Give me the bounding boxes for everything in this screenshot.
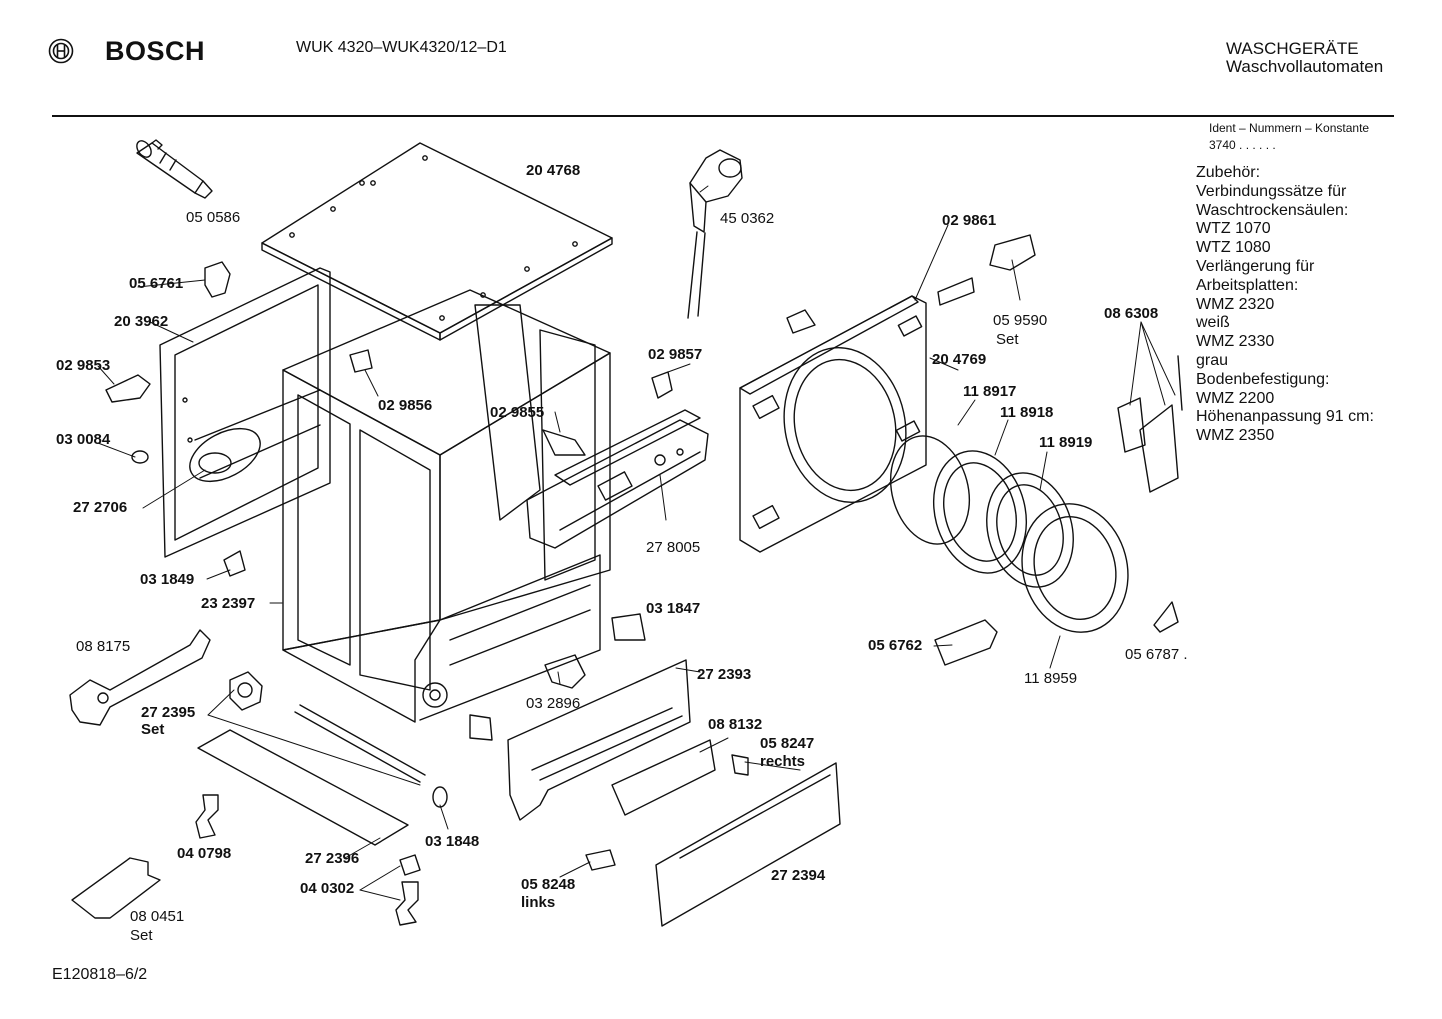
- part-number-label: 04 0302: [300, 880, 355, 897]
- part-number-label: 05 0586: [186, 209, 241, 226]
- part-number-label: 27 2396: [305, 850, 360, 867]
- control-panel-part: [526, 409, 709, 549]
- part-number-label: 11 8919: [1039, 434, 1093, 451]
- part-number-label: 27 2394: [771, 867, 826, 884]
- part-number-label: 08 8132: [708, 716, 763, 733]
- category-title: WASCHGERÄTE: [1226, 39, 1359, 58]
- ident-constant: 3740 . . . . . .: [1209, 138, 1276, 152]
- accessory-line: Verlängerung für: [1196, 257, 1315, 275]
- cabinet-body-part: [282, 289, 611, 723]
- extension-bracket-part: [1117, 355, 1183, 493]
- accessory-line: WMZ 2350: [1196, 427, 1275, 445]
- accessory-line: WTZ 1070: [1196, 220, 1271, 238]
- part-number-label: 02 9856: [378, 397, 433, 414]
- accessory-line: WMZ 2320: [1196, 295, 1275, 313]
- part-number-label: Set: [996, 331, 1019, 348]
- part-number-label: 27 2706: [73, 499, 128, 516]
- model-number: WUK 4320–WUK4320/12–D1: [296, 39, 507, 56]
- accessory-line: weiß: [1196, 314, 1230, 332]
- brand-name: BOSCH: [105, 36, 206, 66]
- top-cover-part: [261, 142, 613, 341]
- leader-lines: [97, 185, 1176, 901]
- part-number-label: 27 8005: [646, 539, 701, 556]
- part-number-label: 05 8247: [760, 735, 815, 752]
- accessory-line: Arbeitsplatten:: [1196, 276, 1299, 294]
- part-number-label: 11 8917: [963, 383, 1017, 400]
- part-number-label: 08 8175: [76, 638, 131, 655]
- hinge-part: [934, 619, 998, 666]
- front-panel-part: [739, 295, 927, 553]
- accessory-line: Verbindungssätze für: [1196, 182, 1347, 200]
- accessory-line: WTZ 1080: [1196, 239, 1271, 257]
- part-number-label: 05 6762: [868, 637, 923, 654]
- part-number-label: 20 3962: [114, 313, 169, 330]
- ident-heading: Ident – Nummern – Konstante: [1209, 121, 1370, 135]
- header-divider: [52, 115, 1394, 117]
- category-subtitle: Waschvollautomaten: [1226, 57, 1384, 76]
- accessory-line: Bodenbefestigung:: [1196, 370, 1330, 388]
- part-number-label: 23 2397: [201, 595, 256, 612]
- part-number-label: 20 4769: [932, 351, 987, 368]
- part-number-label: 03 2896: [526, 695, 581, 712]
- part-number-label: 11 8959: [1024, 670, 1078, 687]
- door-assembly-part: [889, 435, 1129, 633]
- part-number-label: 20 4768: [526, 162, 581, 179]
- bosch-logo-icon: [48, 38, 74, 69]
- wrench-part: [69, 629, 211, 726]
- part-number-label: 08 6308: [1104, 305, 1159, 322]
- part-number-label: 02 9855: [490, 404, 545, 421]
- part-number-label: 02 9857: [648, 346, 703, 363]
- accessories-list: Zubehör: Verbindungssätze für Waschtrock…: [1196, 164, 1374, 446]
- part-number-label: Set: [130, 927, 153, 944]
- base-panel-part: [507, 659, 841, 927]
- part-number-label: 04 0798: [177, 845, 232, 862]
- part-number-label: 03 0084: [56, 431, 111, 448]
- accessory-line: Waschtrockensäulen:: [1196, 201, 1349, 219]
- lower-components: [71, 671, 448, 926]
- part-number-label: 05 6787 .: [1125, 646, 1188, 663]
- hose-connector-part: [136, 139, 213, 199]
- part-number-label: 05 8248: [521, 876, 576, 893]
- accessory-line: grau: [1196, 351, 1229, 369]
- part-number-label: Set: [141, 721, 165, 738]
- part-number-label: 27 2395: [141, 704, 196, 721]
- part-number-label: 05 9590: [993, 312, 1048, 329]
- part-number-label: 45 0362: [720, 210, 775, 227]
- part-number-label: 08 0451: [130, 908, 185, 925]
- part-number-label: 02 9853: [56, 357, 111, 374]
- part-number-label: 27 2393: [697, 666, 752, 683]
- drawing-reference: E120818–6/2: [52, 966, 148, 983]
- accessory-line: WMZ 2330: [1196, 333, 1275, 351]
- part-number-label: links: [521, 894, 556, 911]
- part-number-label: 11 8918: [1000, 404, 1054, 421]
- part-number-label: 03 1849: [140, 571, 195, 588]
- part-number-label: 02 9861: [942, 212, 997, 229]
- accessory-line: Zubehör:: [1196, 164, 1261, 181]
- back-panel-part: [159, 267, 331, 558]
- part-number-label: rechts: [760, 753, 806, 770]
- part-number-label: 03 1848: [425, 833, 480, 850]
- part-number-label: 05 6761: [129, 275, 184, 292]
- accessory-line: Höhenanpassung 91 cm:: [1196, 408, 1374, 426]
- part-number-label: 03 1847: [646, 600, 701, 617]
- accessory-line: WMZ 2200: [1196, 389, 1275, 407]
- power-plug-part: [687, 149, 743, 319]
